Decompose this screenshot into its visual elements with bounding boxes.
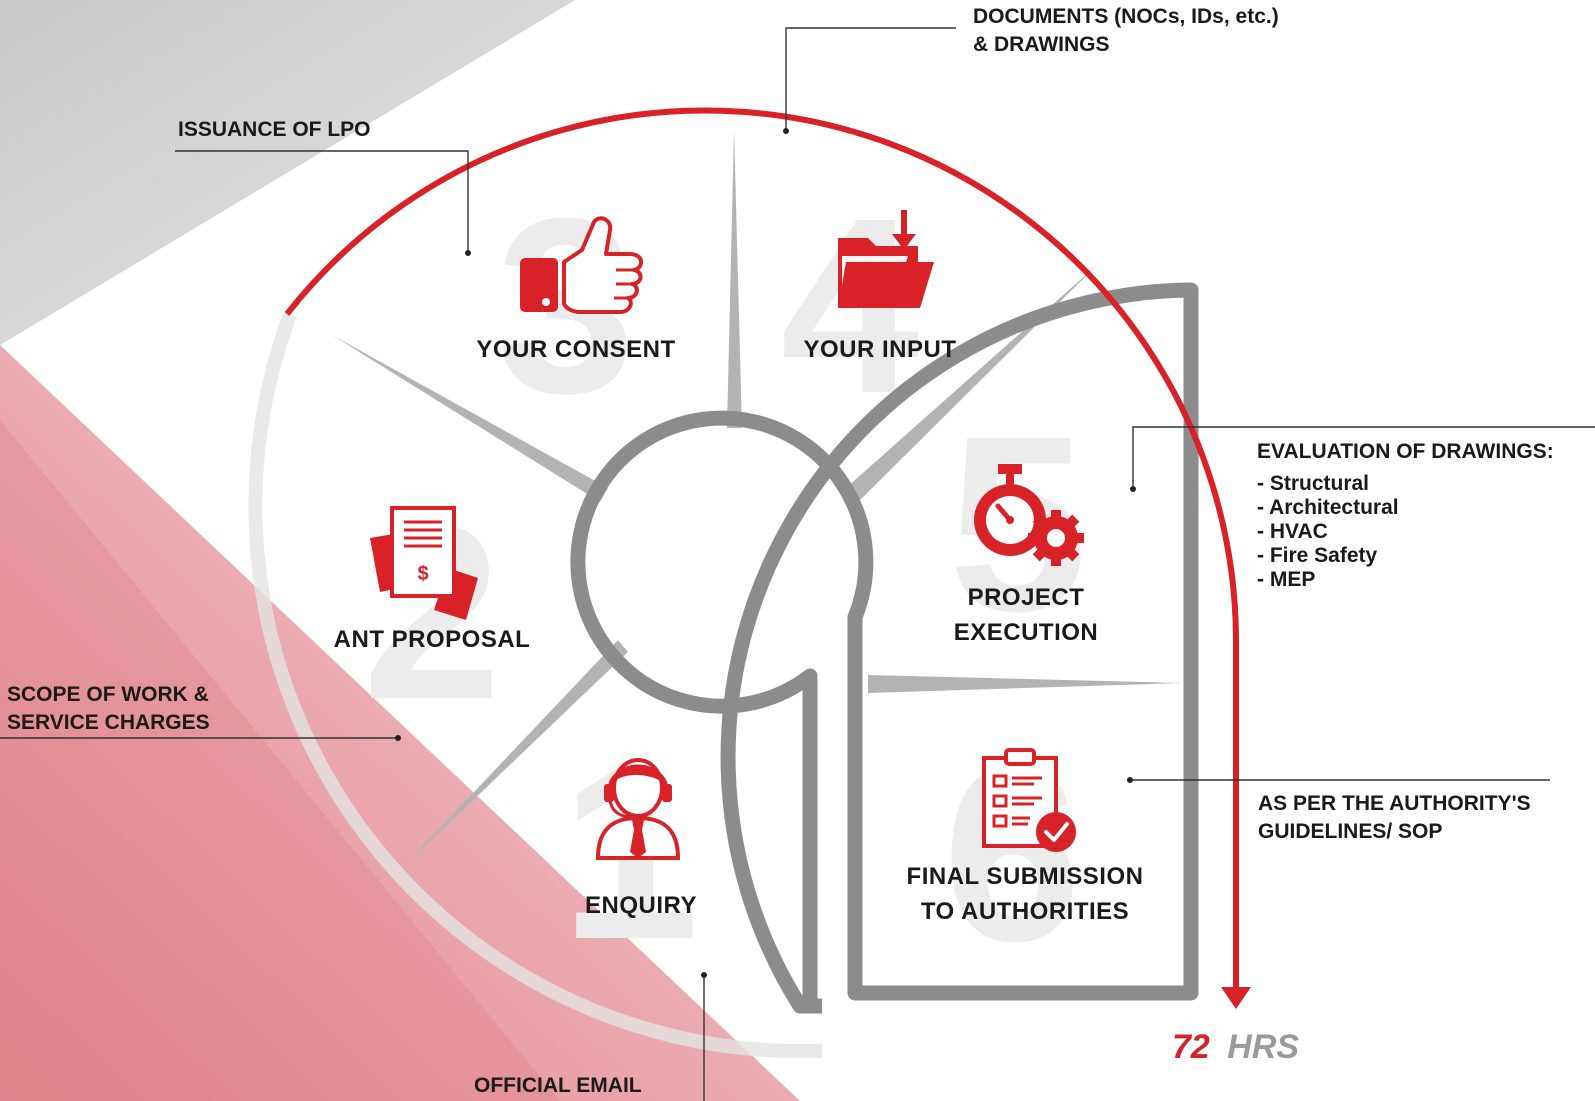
duration-value: 72 bbox=[1172, 1028, 1210, 1066]
spoke-right bbox=[868, 675, 1183, 693]
headset-agent-icon bbox=[595, 758, 681, 860]
leader-documents bbox=[785, 27, 956, 131]
annotation-documents-line-1: DOCUMENTS (NOCs, IDs, etc.) bbox=[973, 5, 1279, 28]
annotation-issuance-lpo: ISSUANCE OF LPO bbox=[178, 118, 371, 141]
timeline-arc bbox=[284, 107, 1239, 987]
segment-title-final-submission-line-1: FINAL SUBMISSION bbox=[907, 863, 1144, 890]
annotation-evaluation-title: EVALUATION OF DRAWINGS: bbox=[1257, 440, 1554, 463]
checklist-clipboard-icon bbox=[982, 748, 1076, 852]
timeline-arrowhead bbox=[1221, 987, 1251, 1009]
duration-label: 72 HRS bbox=[1172, 1028, 1299, 1066]
annotation-evaluation-architectural: - Architectural bbox=[1257, 496, 1399, 519]
spoke-upper-left bbox=[332, 335, 608, 502]
annotation-evaluation-structural: - Structural bbox=[1257, 472, 1369, 495]
outer-track bbox=[720, 282, 1199, 1014]
leader-issuance-lpo bbox=[175, 150, 469, 253]
annotation-authority-line-1: AS PER THE AUTHORITY'S bbox=[1258, 792, 1531, 815]
folder-download-icon bbox=[838, 210, 934, 308]
segment-title-ant-proposal: ANT PROPOSAL bbox=[334, 626, 531, 653]
segment-title-enquiry: ENQUIRY bbox=[585, 892, 697, 919]
annotation-scope-line-1: SCOPE OF WORK & bbox=[7, 683, 209, 706]
svg-text:$: $ bbox=[417, 563, 428, 585]
leader-evaluation bbox=[1132, 426, 1595, 489]
annotation-evaluation-hvac: - HVAC bbox=[1257, 520, 1328, 543]
annotation-documents-line-2: & DRAWINGS bbox=[973, 33, 1110, 56]
segment-title-your-input: YOUR INPUT bbox=[803, 336, 956, 363]
background-pink-shape bbox=[0, 345, 800, 1101]
thumbs-up-icon bbox=[520, 216, 643, 314]
background-grey-shape bbox=[0, 0, 575, 345]
timeline-arrow bbox=[284, 107, 1251, 1009]
inner-track bbox=[570, 410, 874, 1000]
process-track bbox=[570, 282, 1199, 1014]
spoke-top bbox=[727, 130, 742, 428]
annotation-scope-line-2: SERVICE CHARGES bbox=[7, 711, 210, 734]
ghost-ring bbox=[248, 312, 822, 1058]
segment-title-project-execution-line-1: PROJECT bbox=[968, 584, 1085, 611]
annotation-evaluation-mep: - MEP bbox=[1257, 568, 1315, 591]
spoke-lower-left bbox=[402, 640, 628, 868]
invoice-document-icon: $ bbox=[370, 506, 478, 620]
duration-unit: HRS bbox=[1227, 1028, 1299, 1066]
segment-title-final-submission-line-2: TO AUTHORITIES bbox=[921, 898, 1129, 925]
stopwatch-gear-icon bbox=[974, 464, 1084, 566]
background-pink-shade bbox=[0, 420, 560, 1101]
leader-lines bbox=[0, 27, 1595, 1101]
segment-title-project-execution-line-2: EXECUTION bbox=[954, 619, 1099, 646]
annotation-evaluation-fire-safety: - Fire Safety bbox=[1257, 544, 1378, 567]
annotation-official-email: OFFICIAL EMAIL bbox=[474, 1074, 642, 1097]
segment-title-your-consent: YOUR CONSENT bbox=[476, 336, 675, 363]
annotation-authority-line-2: GUIDELINES/ SOP bbox=[1258, 820, 1442, 843]
